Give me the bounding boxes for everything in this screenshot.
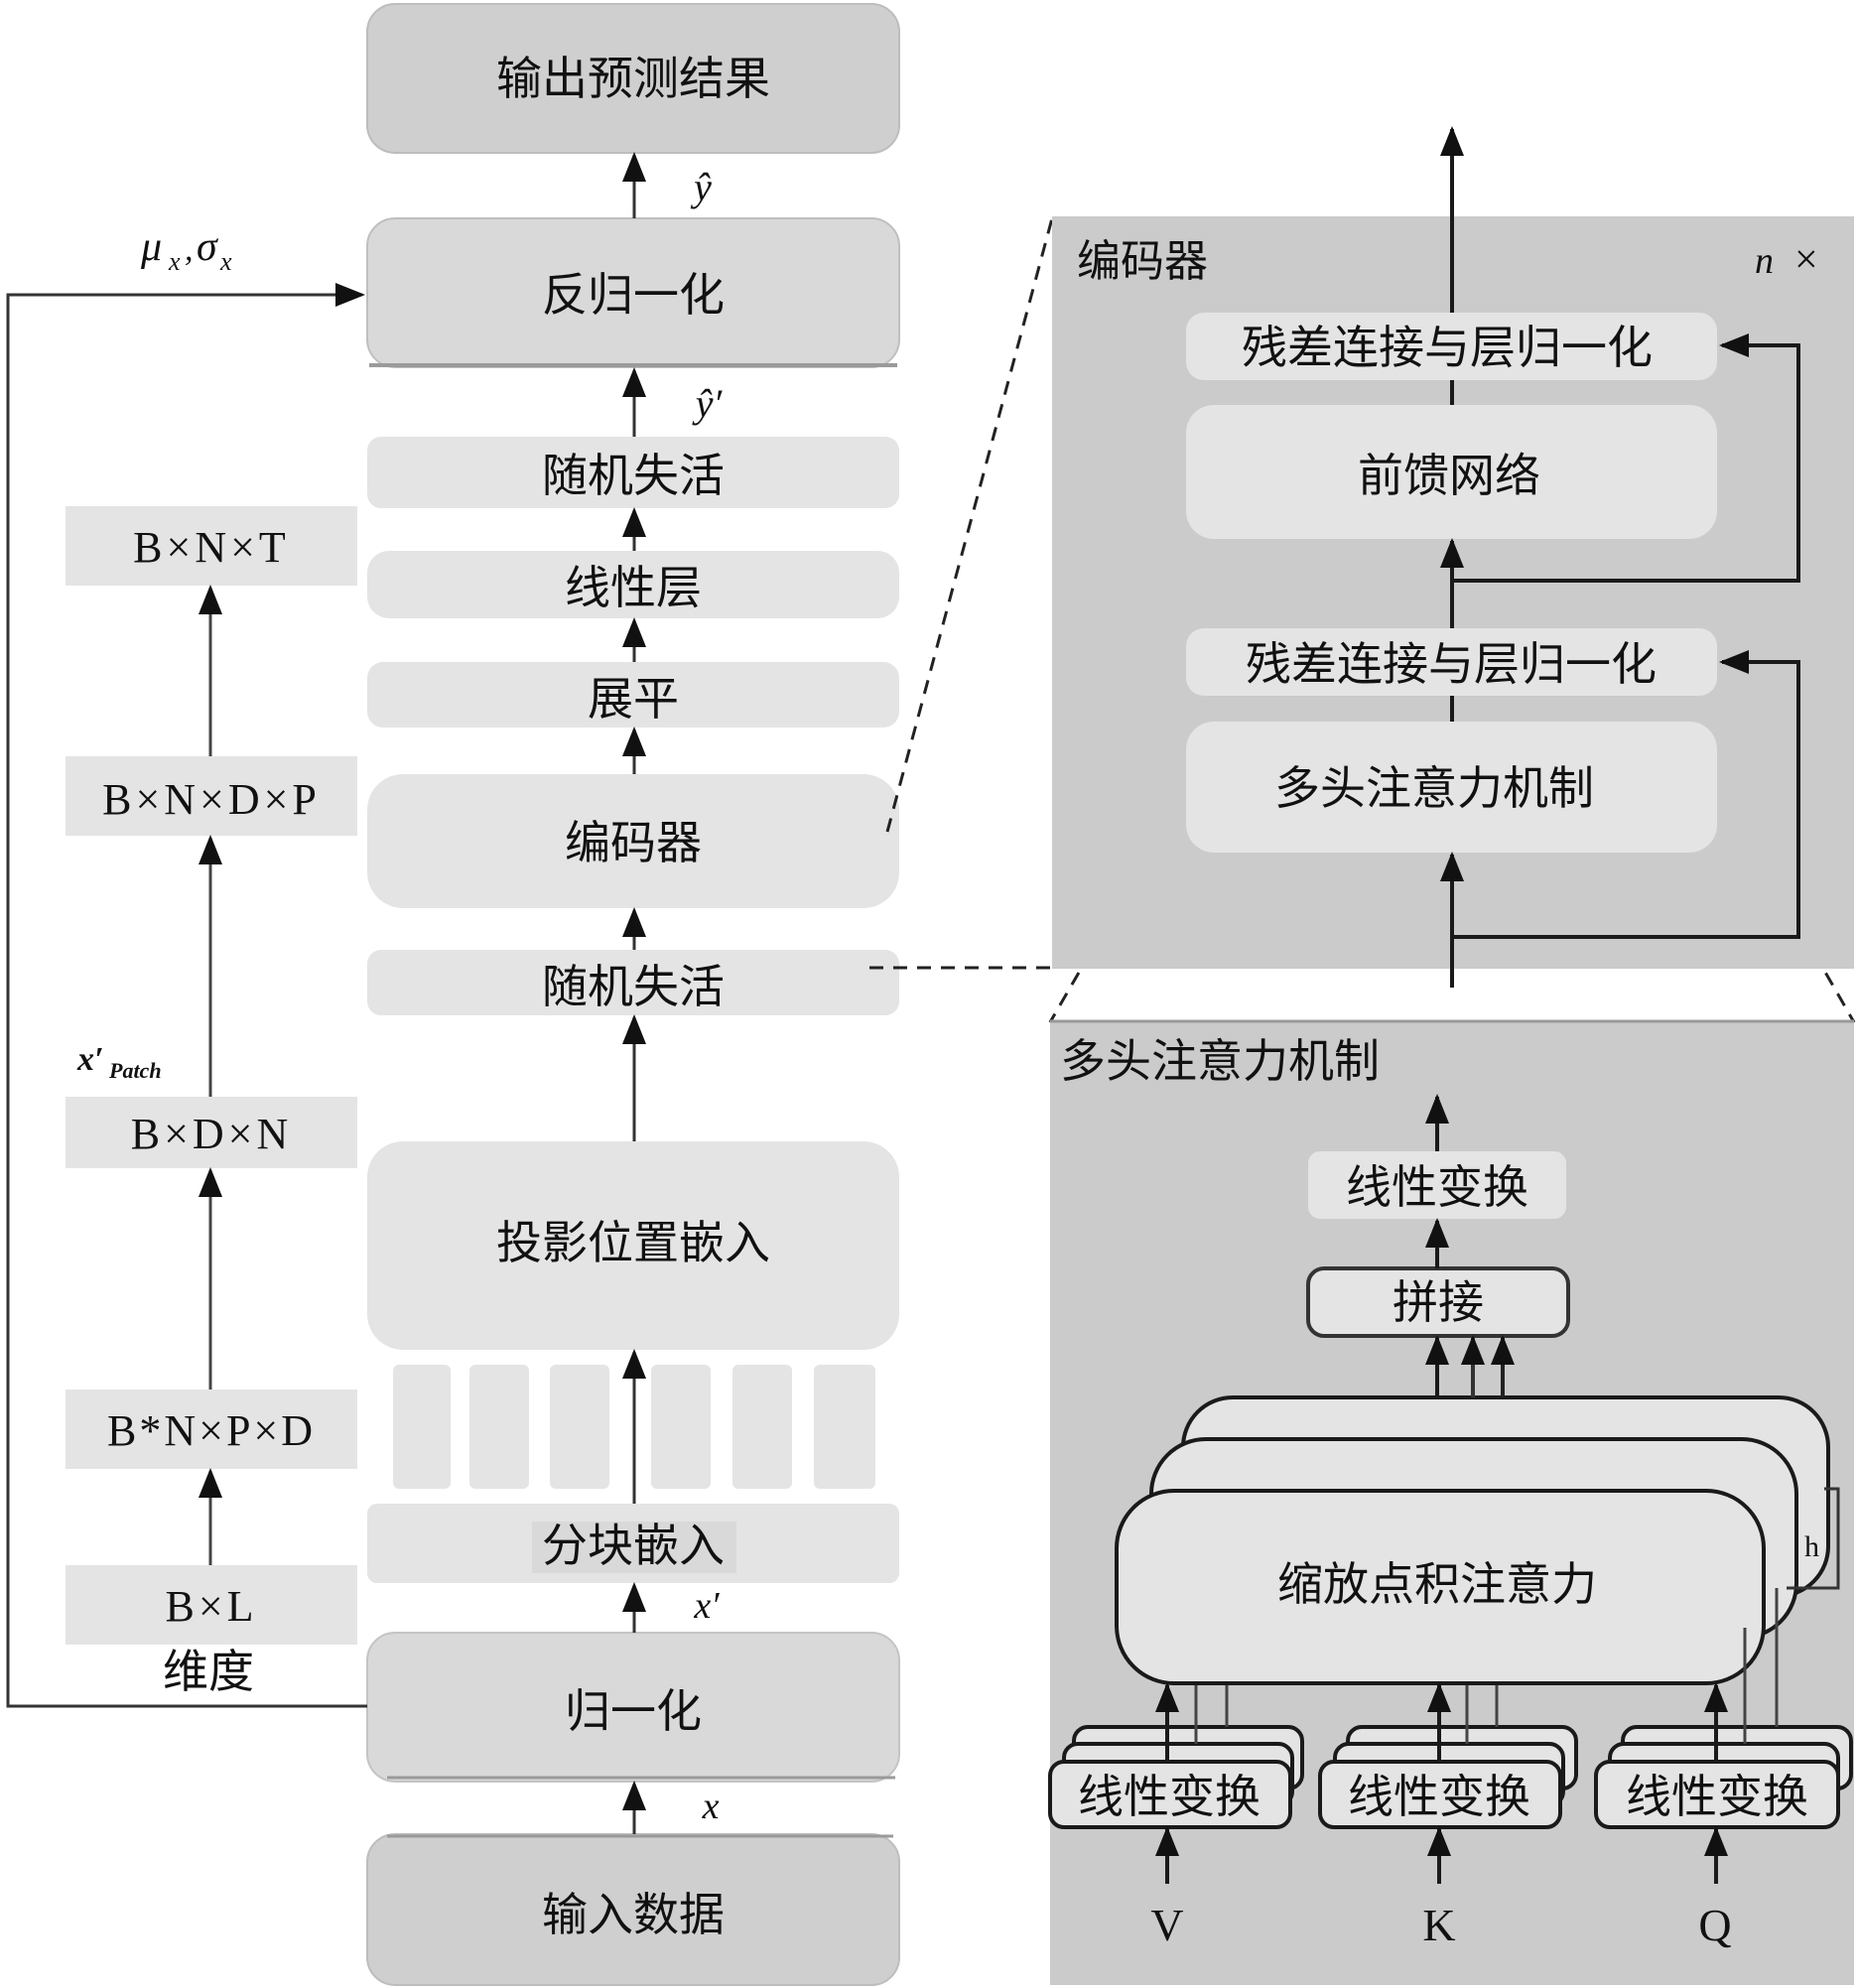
mha-panel: 多头注意力机制 线性变换 拼接 h 缩放点积注意力 线性变换 线性变换 (1048, 1019, 1854, 1985)
x-prime-label: x′ (693, 1585, 720, 1627)
patch-token (469, 1365, 529, 1489)
dim-bdn: B×D×N (131, 1110, 293, 1158)
patch-token (814, 1365, 875, 1489)
input-v-label: V (1150, 1900, 1183, 1950)
comma: , (185, 231, 194, 268)
linear-q-stack: 线性变换 (1594, 1725, 1853, 1829)
sigma-subscript: x (219, 247, 232, 276)
linear-v-label: 线性变换 (1078, 1770, 1261, 1823)
x-label: x (702, 1786, 720, 1827)
dimension-column: B×N×T B×N×D×P x′ Patch B×D×N B*N×P×D B×L… (66, 506, 357, 1698)
repeat-n: n (1755, 240, 1774, 282)
linear-v-stack: 线性变换 (1048, 1725, 1304, 1829)
mha-box (1186, 722, 1717, 853)
stats-line (6, 283, 367, 1708)
zoom-line-encoder-top (885, 217, 1054, 833)
feed-forward-box (1186, 405, 1717, 539)
concat-label: 拼接 (1393, 1275, 1484, 1329)
dim-bnpd: B*N×P×D (107, 1406, 316, 1455)
dim-bndp: B×N×D×P (102, 775, 321, 824)
flatten-box (367, 662, 899, 728)
linear-out-box (1308, 1151, 1566, 1219)
patch-embed-label-bg (532, 1522, 736, 1573)
denorm-label: 反归一化 (542, 268, 725, 322)
encoder-label: 编码器 (565, 816, 702, 869)
linear-out-label: 线性变换 (1346, 1160, 1528, 1214)
x-patch-label: x′ (76, 1041, 104, 1078)
linear-q-label: 线性变换 (1626, 1770, 1808, 1823)
zoom-indicators (869, 217, 1856, 1023)
add-norm-top-label: 残差连接与层归一化 (1242, 321, 1653, 374)
dim-box-bndp (66, 756, 357, 836)
dim-box-bdn (66, 1097, 357, 1168)
linear-k-label: 线性变换 (1348, 1770, 1530, 1823)
add-norm-bottom-label: 残差连接与层归一化 (1246, 637, 1657, 691)
stats-skip-connection (6, 283, 367, 1708)
dim-box-bl (66, 1565, 357, 1645)
repeat-times: × (1794, 237, 1818, 283)
output-label: 输出预测结果 (496, 52, 770, 105)
proj-pos-embed-box (367, 1141, 899, 1350)
enc-residual-top (1452, 333, 1800, 583)
y-hat-prime-label: ŷ′ (692, 381, 724, 426)
mha-panel-arrows (1155, 1094, 1779, 1884)
mu-symbol: μ (140, 224, 162, 270)
main-flow: 输出预测结果 反归一化 随机失活 线性层 展平 编码器 随机失活 投影位置嵌入 … (366, 3, 900, 1986)
dim-bnt: B×N×T (133, 523, 290, 572)
y-hat-label: ŷ (690, 165, 712, 209)
mu-sigma-label: μ x , σ x (140, 224, 232, 276)
add-norm-bottom-box (1186, 628, 1717, 696)
patch-token (732, 1365, 792, 1489)
dropout-top-box (367, 437, 899, 508)
dim-box-bnt (66, 506, 357, 586)
zoom-line-mha-left (1048, 786, 1188, 1023)
mha-label: 多头注意力机制 (1274, 761, 1594, 815)
dim-box-bnpd (66, 1390, 357, 1469)
feed-forward-label: 前馈网络 (1358, 449, 1540, 502)
encoder-box (367, 774, 899, 908)
input-label: 输入数据 (542, 1888, 725, 1941)
patch-token (393, 1365, 451, 1489)
linear-layer-label: 线性层 (565, 561, 702, 614)
head-connections (1194, 1588, 1779, 1744)
dimension-title: 维度 (163, 1645, 254, 1698)
zoom-line-mha-right (1717, 786, 1856, 1023)
heads-label: h (1804, 1530, 1819, 1563)
linear-layer-box (367, 551, 899, 618)
encoder-panel-title: 编码器 (1077, 236, 1208, 287)
normalize-label: 归一化 (565, 1684, 702, 1738)
dropout-top-label: 随机失活 (542, 449, 725, 502)
mu-subscript: x (168, 247, 181, 276)
dim-bl: B×L (165, 1582, 257, 1631)
repeat-label: n × (1755, 237, 1818, 283)
patch-token (651, 1365, 711, 1489)
sigma-symbol: σ (197, 224, 219, 270)
linear-k-stack: 线性变换 (1318, 1725, 1578, 1829)
enc-residual-bottom (1452, 650, 1800, 939)
encoder-panel-arrows (1440, 126, 1800, 988)
dropout-bottom-label: 随机失活 (542, 960, 725, 1013)
sdpa-label: 缩放点积注意力 (1277, 1557, 1597, 1611)
input-q-label: Q (1698, 1900, 1731, 1950)
x-patch-subscript: Patch (108, 1058, 162, 1083)
patch-embed-label: 分块嵌入 (542, 1519, 725, 1572)
proj-pos-embed-label: 投影位置嵌入 (496, 1216, 770, 1269)
patch-tokens (393, 1365, 875, 1489)
flatten-label: 展平 (588, 672, 679, 726)
heads-bracket (1787, 1487, 1840, 1590)
input-k-label: K (1422, 1900, 1455, 1950)
dropout-bottom-box (367, 950, 899, 1015)
flow-labels: ŷ ŷ′ x′ x μ x , σ x (140, 165, 723, 1827)
mha-panel-title: 多头注意力机制 (1060, 1034, 1380, 1088)
add-norm-top-box (1186, 313, 1717, 380)
patch-token (550, 1365, 609, 1489)
